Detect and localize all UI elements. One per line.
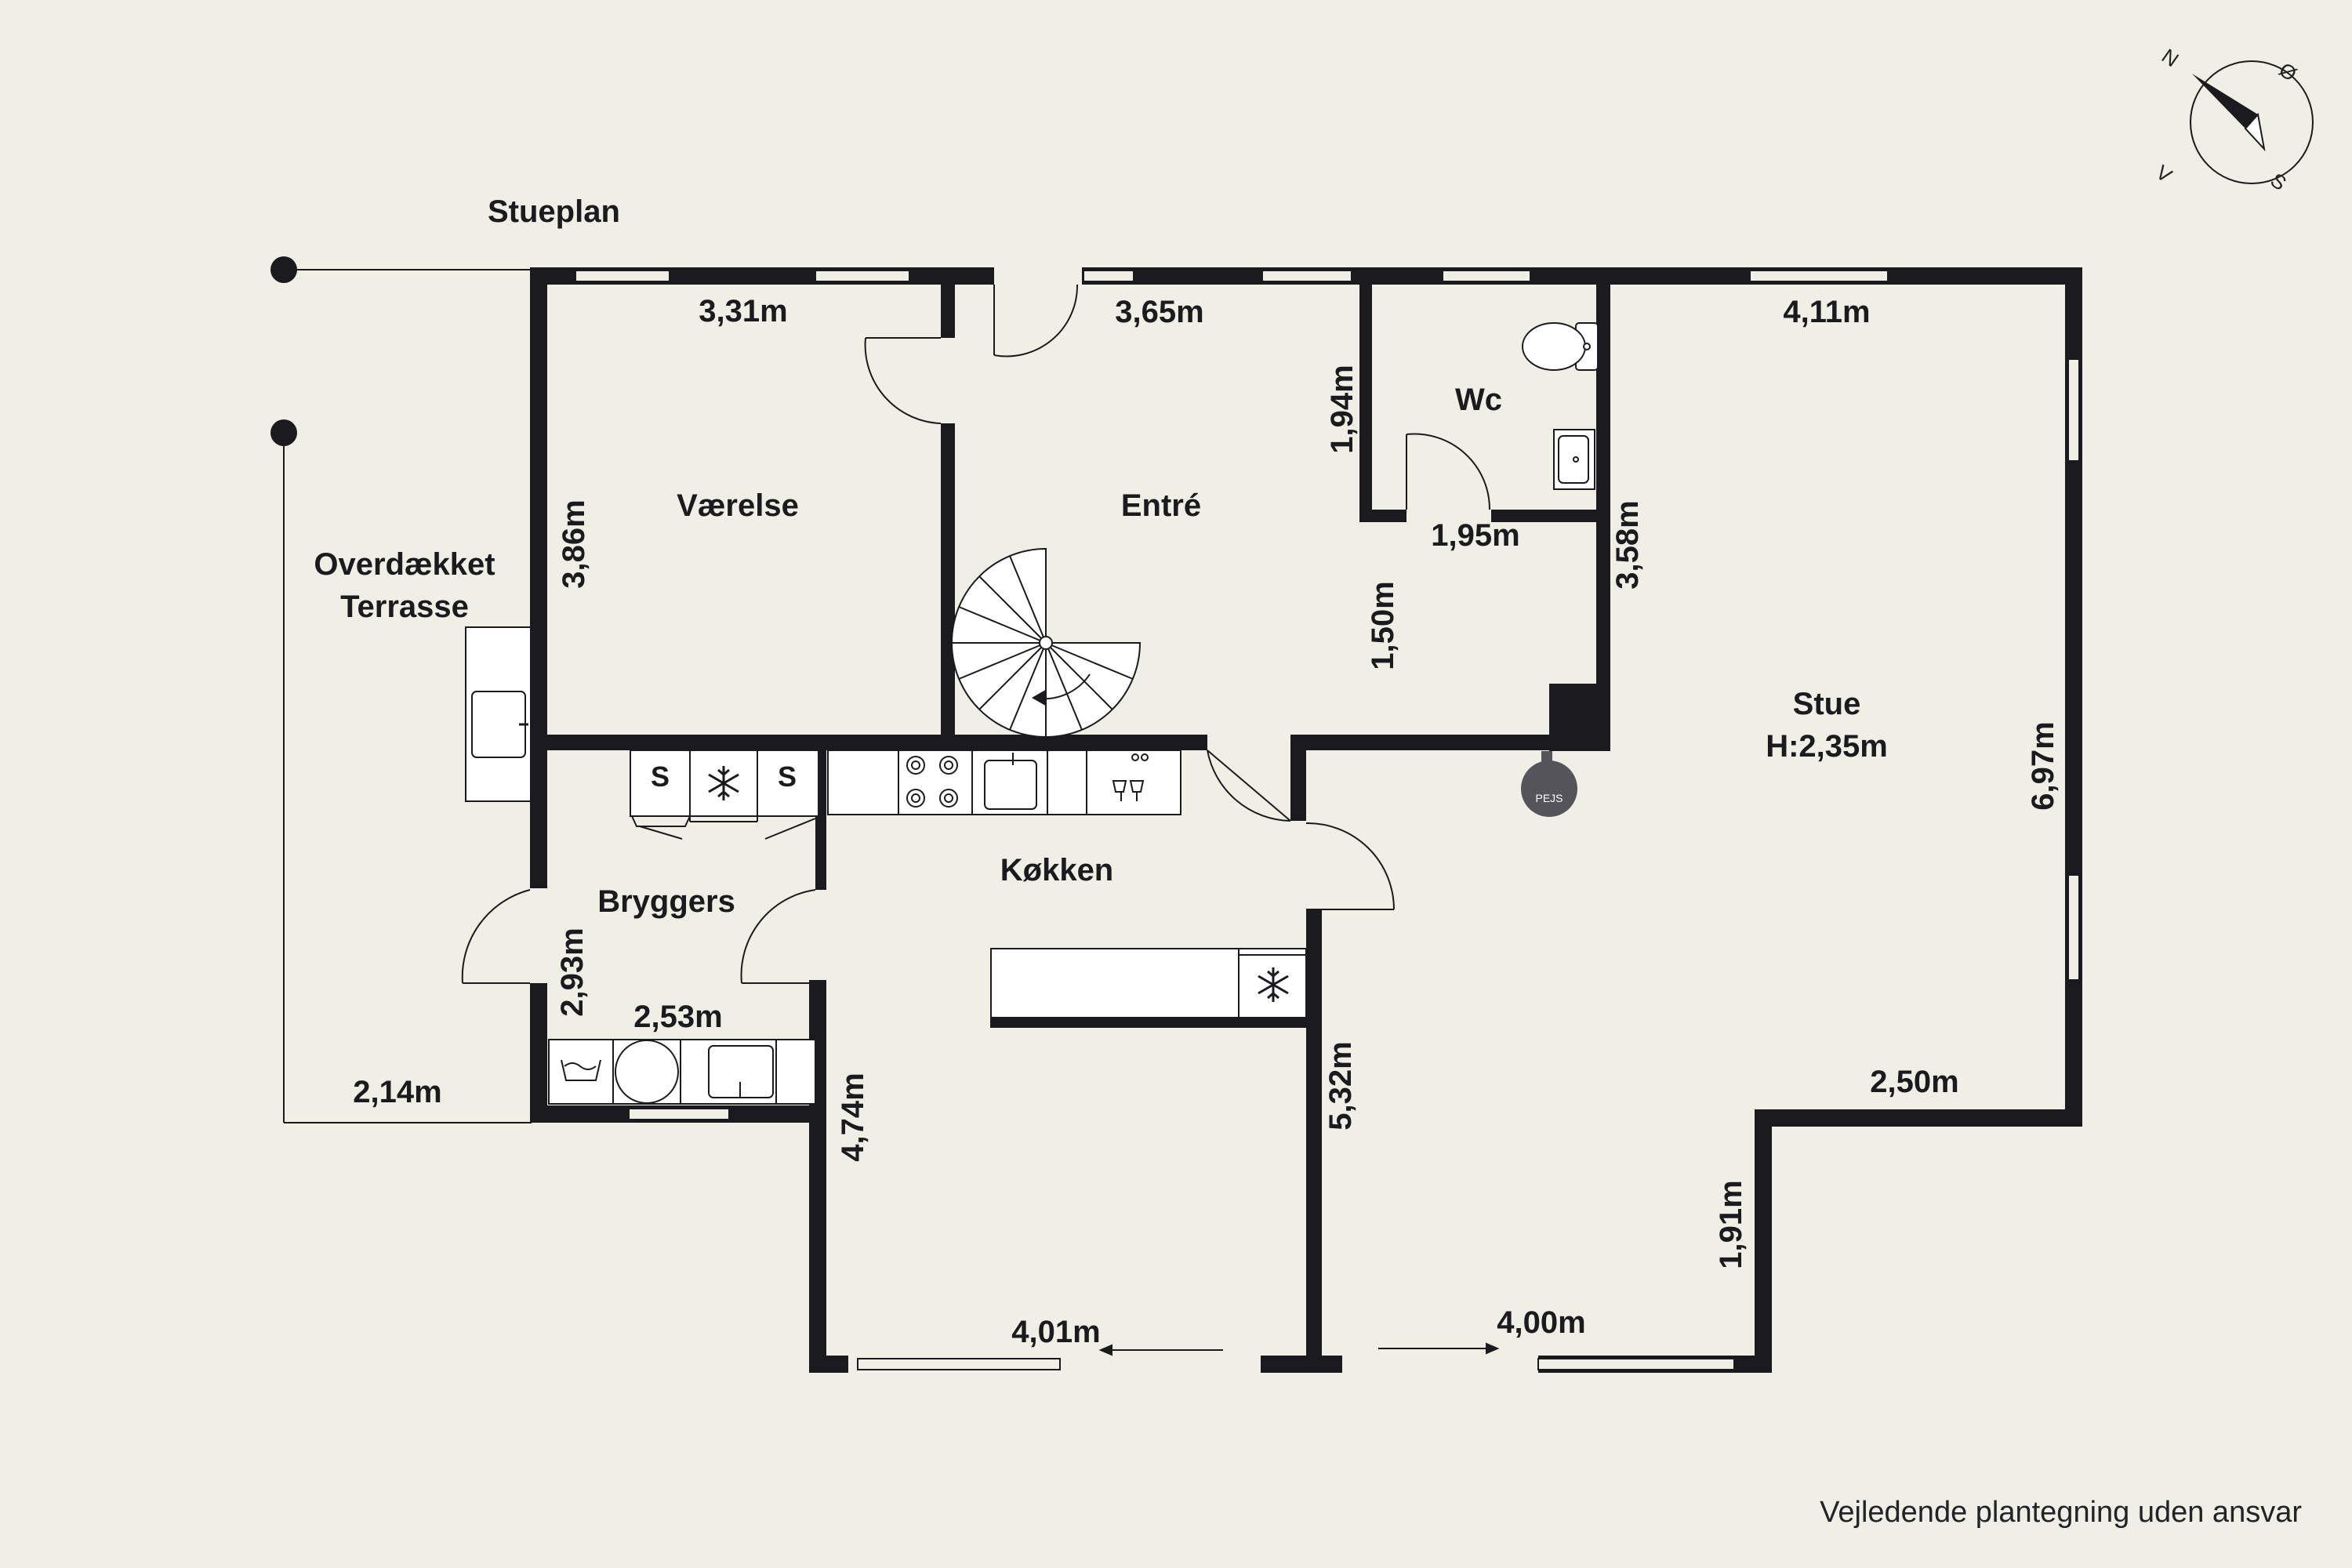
terrace-outline (283, 269, 532, 1123)
dim-bryggers-width: 2,53m (633, 1000, 723, 1034)
walls (530, 267, 2082, 1373)
pejs-label: PEJS (1535, 792, 1563, 804)
plan-title: Stueplan (488, 194, 620, 229)
room-label-kokken: Køkken (1000, 853, 1114, 887)
terrace-post (270, 256, 297, 283)
room-label-stue: Stue H:2,35m (1766, 687, 1888, 764)
room-label-terrasse: Overdækket Terrasse (314, 547, 495, 624)
compass (2190, 60, 2314, 184)
dim-stue-bottom: 4,00m (1497, 1305, 1586, 1340)
dim-kokken-width: 4,01m (1011, 1315, 1101, 1349)
dim-bryggers-height: 2,93m (555, 927, 590, 1017)
toilet (1522, 322, 1599, 371)
windows (575, 270, 2080, 1370)
dim-vaerelse-width: 3,31m (699, 294, 788, 328)
terrace-sink (465, 626, 532, 802)
stove-label: S (777, 760, 797, 793)
dim-stue-step: 2,50m (1870, 1065, 1959, 1099)
spiral-staircase (951, 547, 1142, 738)
room-label-vaerelse: Værelse (677, 488, 799, 523)
dim-vaerelse-height: 3,86m (557, 499, 591, 589)
dim-stue-height: 6,97m (2026, 721, 2060, 811)
fireplace (1521, 751, 1577, 817)
disclaimer: Vejledende plantegning uden ansvar (1820, 1496, 2302, 1529)
stove-label: S (650, 760, 670, 793)
doors (461, 284, 1500, 1356)
wc-sink (1553, 429, 1595, 490)
kitchen-island (990, 948, 1307, 1028)
room-label-entre: Entré (1120, 488, 1202, 523)
dim-entre-width: 3,65m (1115, 295, 1204, 329)
room-label-bryggers: Bryggers (597, 884, 735, 919)
dim-stue-width: 4,11m (1783, 295, 1871, 329)
dim-kokken-side: 5,32m (1323, 1041, 1358, 1131)
dim-wc-width: 1,95m (1431, 518, 1520, 553)
terrace-post (270, 419, 297, 446)
laundry-fixtures (548, 1039, 816, 1105)
dim-stue-lower: 1,91m (1714, 1180, 1748, 1269)
dim-stue-side: 3,58m (1610, 500, 1645, 590)
dim-wc-height: 1,94m (1325, 365, 1359, 454)
dim-entre-height: 1,50m (1366, 581, 1400, 670)
room-label-wc: Wc (1455, 383, 1502, 417)
kitchen-counter (827, 750, 1181, 815)
dim-terrasse-width: 2,14m (353, 1075, 442, 1109)
dim-kokken-height: 4,74m (836, 1073, 870, 1162)
